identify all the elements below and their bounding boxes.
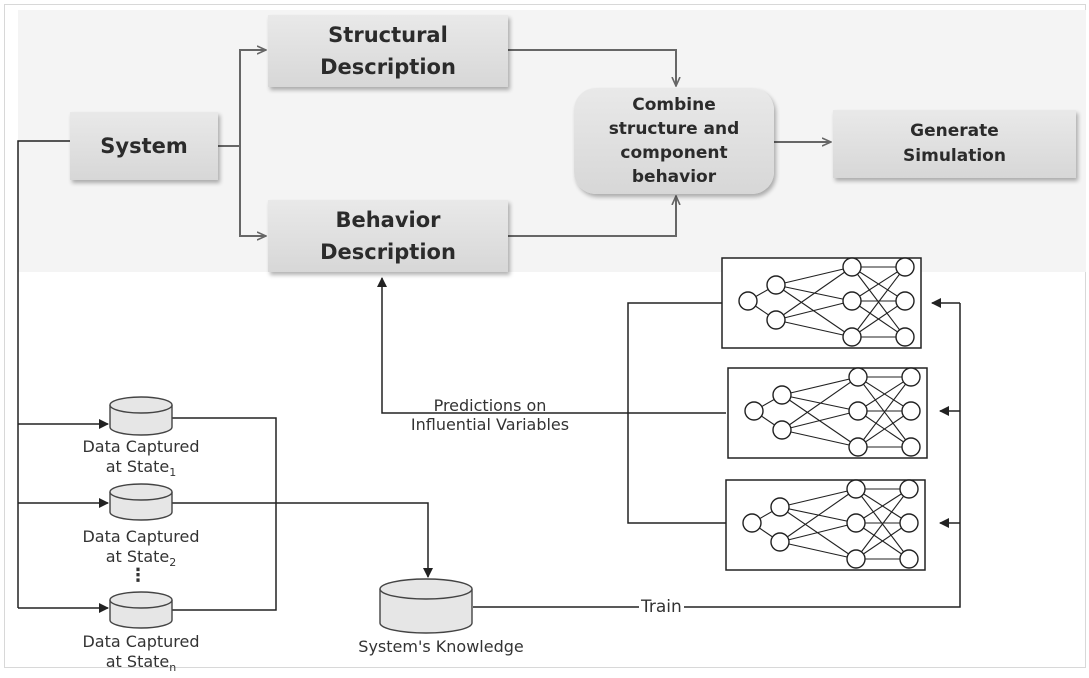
data-state1-sub: 1 <box>169 466 177 480</box>
nn3-node-l4-1 <box>899 479 919 499</box>
neural-network-panel-2 <box>727 367 928 459</box>
data-staten-sub: n <box>169 661 177 675</box>
structural-line-1: Structural <box>328 23 448 47</box>
edge-system-left-bus <box>17 140 70 608</box>
edge-state1-collector <box>172 417 277 611</box>
data-state2-line2: at State <box>105 547 170 566</box>
nn3-node-l4-2 <box>899 513 919 533</box>
diagram-frame <box>4 4 1086 668</box>
generate-simulation-box: Generate Simulation <box>833 110 1076 178</box>
simulation-line-2: Simulation <box>903 146 1006 166</box>
nn2-node-l3-1 <box>848 367 868 387</box>
data-state2-caption: Data Captured at State2 <box>46 527 236 573</box>
system-knowledge-label: System's Knowledge <box>358 637 524 656</box>
data-state2-line1: Data Captured <box>82 527 200 546</box>
nn1-node-l3-1 <box>842 257 862 277</box>
data-state2-sub: 2 <box>169 556 177 570</box>
data-state1-line2: at State <box>105 457 170 476</box>
behavior-line-1: Behavior <box>335 208 441 232</box>
db-staten-icon <box>109 591 173 629</box>
edge-predictions-behavior <box>377 277 726 414</box>
data-state1-line1: Data Captured <box>82 437 200 456</box>
combine-line-4: behavior <box>631 167 717 187</box>
simulation-line-1: Generate <box>910 121 999 141</box>
nn1-node-l4-1 <box>895 257 915 277</box>
nn2-node-l4-1 <box>901 367 921 387</box>
nn1-node-l4-2 <box>895 291 915 311</box>
db-knowledge-icon <box>379 578 473 634</box>
data-state1-caption: Data Captured at State1 <box>46 437 236 483</box>
nn3-node-l3-2 <box>846 513 866 533</box>
data-staten-caption: Data Captured at Staten <box>46 632 236 678</box>
nn1-node-l1-1 <box>738 291 758 311</box>
behavior-line-2: Description <box>320 240 456 264</box>
combine-line-1: Combine <box>632 95 716 115</box>
nn1-node-l3-3 <box>842 327 862 347</box>
nn1-node-l2-1 <box>766 275 786 295</box>
nn2-node-l3-2 <box>848 401 868 421</box>
db-state2-icon <box>109 483 173 521</box>
nn3-node-l2-1 <box>770 497 790 517</box>
nn2-node-l3-3 <box>848 437 868 457</box>
nn2-node-l2-1 <box>772 385 792 405</box>
data-staten-line2: at State <box>105 652 170 671</box>
vertical-dots: ⋮ <box>129 565 147 586</box>
nn3-node-l2-2 <box>770 532 790 552</box>
neural-network-panel-1 <box>721 257 922 349</box>
combine-box: Combine structure and component behavior <box>574 88 774 194</box>
edge-system-behavior <box>239 146 266 236</box>
nn1-node-l2-2 <box>766 310 786 330</box>
edge-state2-to-knowledge <box>172 502 433 578</box>
edge-system-split <box>218 50 266 147</box>
data-staten-line1: Data Captured <box>82 632 200 651</box>
train-label: Train <box>639 597 684 617</box>
edge-behavior-combine <box>508 196 676 237</box>
nn3-node-l3-1 <box>846 479 866 499</box>
behavior-description-box: Behavior Description <box>268 200 508 272</box>
neural-network-panel-3 <box>725 479 926 571</box>
nn1-node-l3-2 <box>842 291 862 311</box>
predictions-label: Predictions on Influential Variables <box>360 396 620 434</box>
nn2-node-l4-3 <box>901 437 921 457</box>
combine-line-2: structure and <box>608 119 740 139</box>
db-state1-icon <box>109 396 173 436</box>
predictions-line-1: Predictions on <box>433 396 547 415</box>
system-box: System <box>70 112 218 180</box>
nn2-node-l2-2 <box>772 420 792 440</box>
structural-line-2: Description <box>320 55 456 79</box>
nn3-node-l4-3 <box>899 549 919 569</box>
combine-line-3: component <box>620 143 728 163</box>
nn1-node-l4-3 <box>895 327 915 347</box>
predictions-line-2: Influential Variables <box>410 415 570 434</box>
nn2-node-l4-2 <box>901 401 921 421</box>
structural-description-box: Structural Description <box>268 15 508 87</box>
system-label: System <box>100 134 188 158</box>
nn3-node-l3-3 <box>846 549 866 569</box>
nn2-node-l1-1 <box>744 401 764 421</box>
nn3-node-l1-1 <box>742 513 762 533</box>
edge-knowledge-train <box>473 303 961 608</box>
edge-structural-combine <box>508 49 676 86</box>
